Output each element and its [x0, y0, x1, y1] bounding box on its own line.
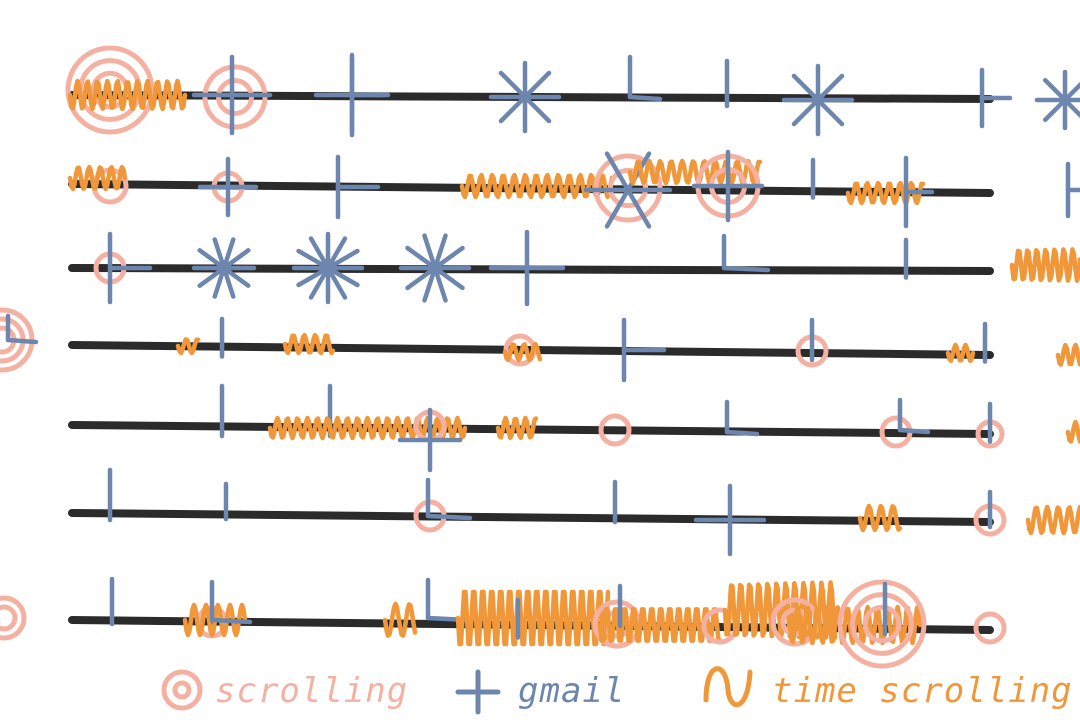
time-scrolling-mark — [267, 415, 468, 441]
gmail-stroke — [405, 245, 465, 291]
gmail-mark — [291, 231, 365, 305]
time-scrolling-mark — [455, 589, 611, 647]
time-scrolling-mark — [1025, 504, 1080, 536]
gmail-mark — [721, 233, 771, 273]
time-scrolling-mark — [502, 341, 543, 363]
time-scrolling-mark — [1055, 342, 1080, 367]
scrolling-mark — [0, 595, 27, 641]
gmail-stroke — [209, 617, 253, 625]
legend: scrolling gmail time scrolling — [161, 666, 1073, 715]
gmail-mark — [488, 60, 562, 134]
gmail-mark — [397, 407, 463, 473]
gmail-stroke — [791, 73, 845, 127]
time-scrolling-mark — [597, 607, 723, 643]
legend-item-time-scrolling: time scrolling — [703, 666, 1073, 711]
squiggle-wave-icon — [703, 666, 753, 708]
gmail-mark — [107, 231, 153, 305]
timeline-line — [68, 509, 994, 526]
row-5-marks — [219, 383, 1080, 473]
time-scrolling-mark — [67, 78, 188, 112]
gmail-mark — [488, 229, 566, 307]
plus-cross-icon — [455, 669, 501, 715]
scrolling-mark — [65, 45, 155, 135]
scrolling-mark — [598, 413, 632, 447]
row-4-marks — [175, 316, 1080, 383]
scrolling-mark — [837, 579, 927, 669]
legend-label-time-scrolling: time scrolling — [772, 671, 1073, 711]
gmail-mark — [627, 54, 663, 102]
scrolling-mark — [850, 592, 914, 656]
time-scrolling-mark — [945, 342, 976, 363]
gmail-stroke — [897, 427, 931, 435]
row-3-marks — [0, 229, 1080, 373]
time-scrolling-mark — [845, 180, 926, 206]
gmail-mark — [191, 54, 273, 136]
row-2-marks — [67, 149, 1080, 229]
row-1-marks — [65, 45, 1080, 138]
gmail-stroke — [724, 429, 760, 437]
gmail-stroke — [721, 265, 771, 273]
gmail-stroke — [425, 513, 473, 521]
time-scrolling-mark — [459, 172, 615, 200]
gmail-mark — [621, 317, 667, 383]
scrolling-mark — [0, 604, 18, 632]
gmail-mark — [903, 155, 935, 229]
gmail-mark — [781, 63, 855, 137]
legend-label-scrolling: scrolling — [215, 671, 408, 711]
time-scrolling-mark — [857, 503, 903, 533]
gmail-stroke — [627, 94, 663, 102]
gmail-mark — [691, 149, 765, 223]
time-scrolling-mark — [382, 601, 418, 638]
gmail-stroke — [1042, 81, 1080, 123]
legend-item-gmail: gmail — [455, 669, 625, 715]
time-scrolling-mark — [495, 415, 539, 441]
gmail-stroke — [498, 70, 552, 124]
gmail-mark — [897, 397, 931, 435]
scrolling-mark — [862, 604, 902, 644]
gmail-mark — [693, 483, 767, 557]
gmail-mark — [724, 399, 760, 437]
time-scrolling-mark — [722, 580, 838, 640]
timeline-lines — [68, 91, 994, 634]
gmail-mark — [1065, 161, 1080, 219]
legend-label-gmail: gmail — [518, 671, 625, 711]
gmail-stroke — [296, 248, 360, 288]
gmail-mark — [197, 156, 259, 218]
concentric-circle-icon — [161, 669, 203, 711]
time-scrolling-mark — [175, 337, 201, 356]
row-7-marks — [0, 576, 1007, 669]
time-scrolling-mark — [1009, 247, 1080, 283]
gmail-mark — [425, 477, 473, 521]
gmail-mark — [5, 313, 39, 345]
time-scrolling-mark — [67, 164, 128, 192]
legend-item-scrolling: scrolling — [161, 669, 408, 711]
gmail-mark — [398, 233, 472, 303]
scrolling-mark — [973, 611, 1007, 645]
time-scrolling-mark — [1065, 419, 1080, 444]
gmail-mark — [979, 67, 1013, 129]
gmail-stroke — [197, 248, 251, 288]
gmail-mark — [191, 237, 257, 299]
gmail-mark — [335, 154, 381, 220]
gmail-mark — [209, 579, 253, 625]
gmail-stroke — [5, 337, 39, 345]
time-scrolling-mark — [282, 332, 336, 356]
row-6-marks — [107, 467, 1080, 557]
gmail-mark — [1034, 69, 1080, 131]
time-scrolling-mark — [627, 158, 763, 186]
gmail-mark — [349, 52, 387, 138]
